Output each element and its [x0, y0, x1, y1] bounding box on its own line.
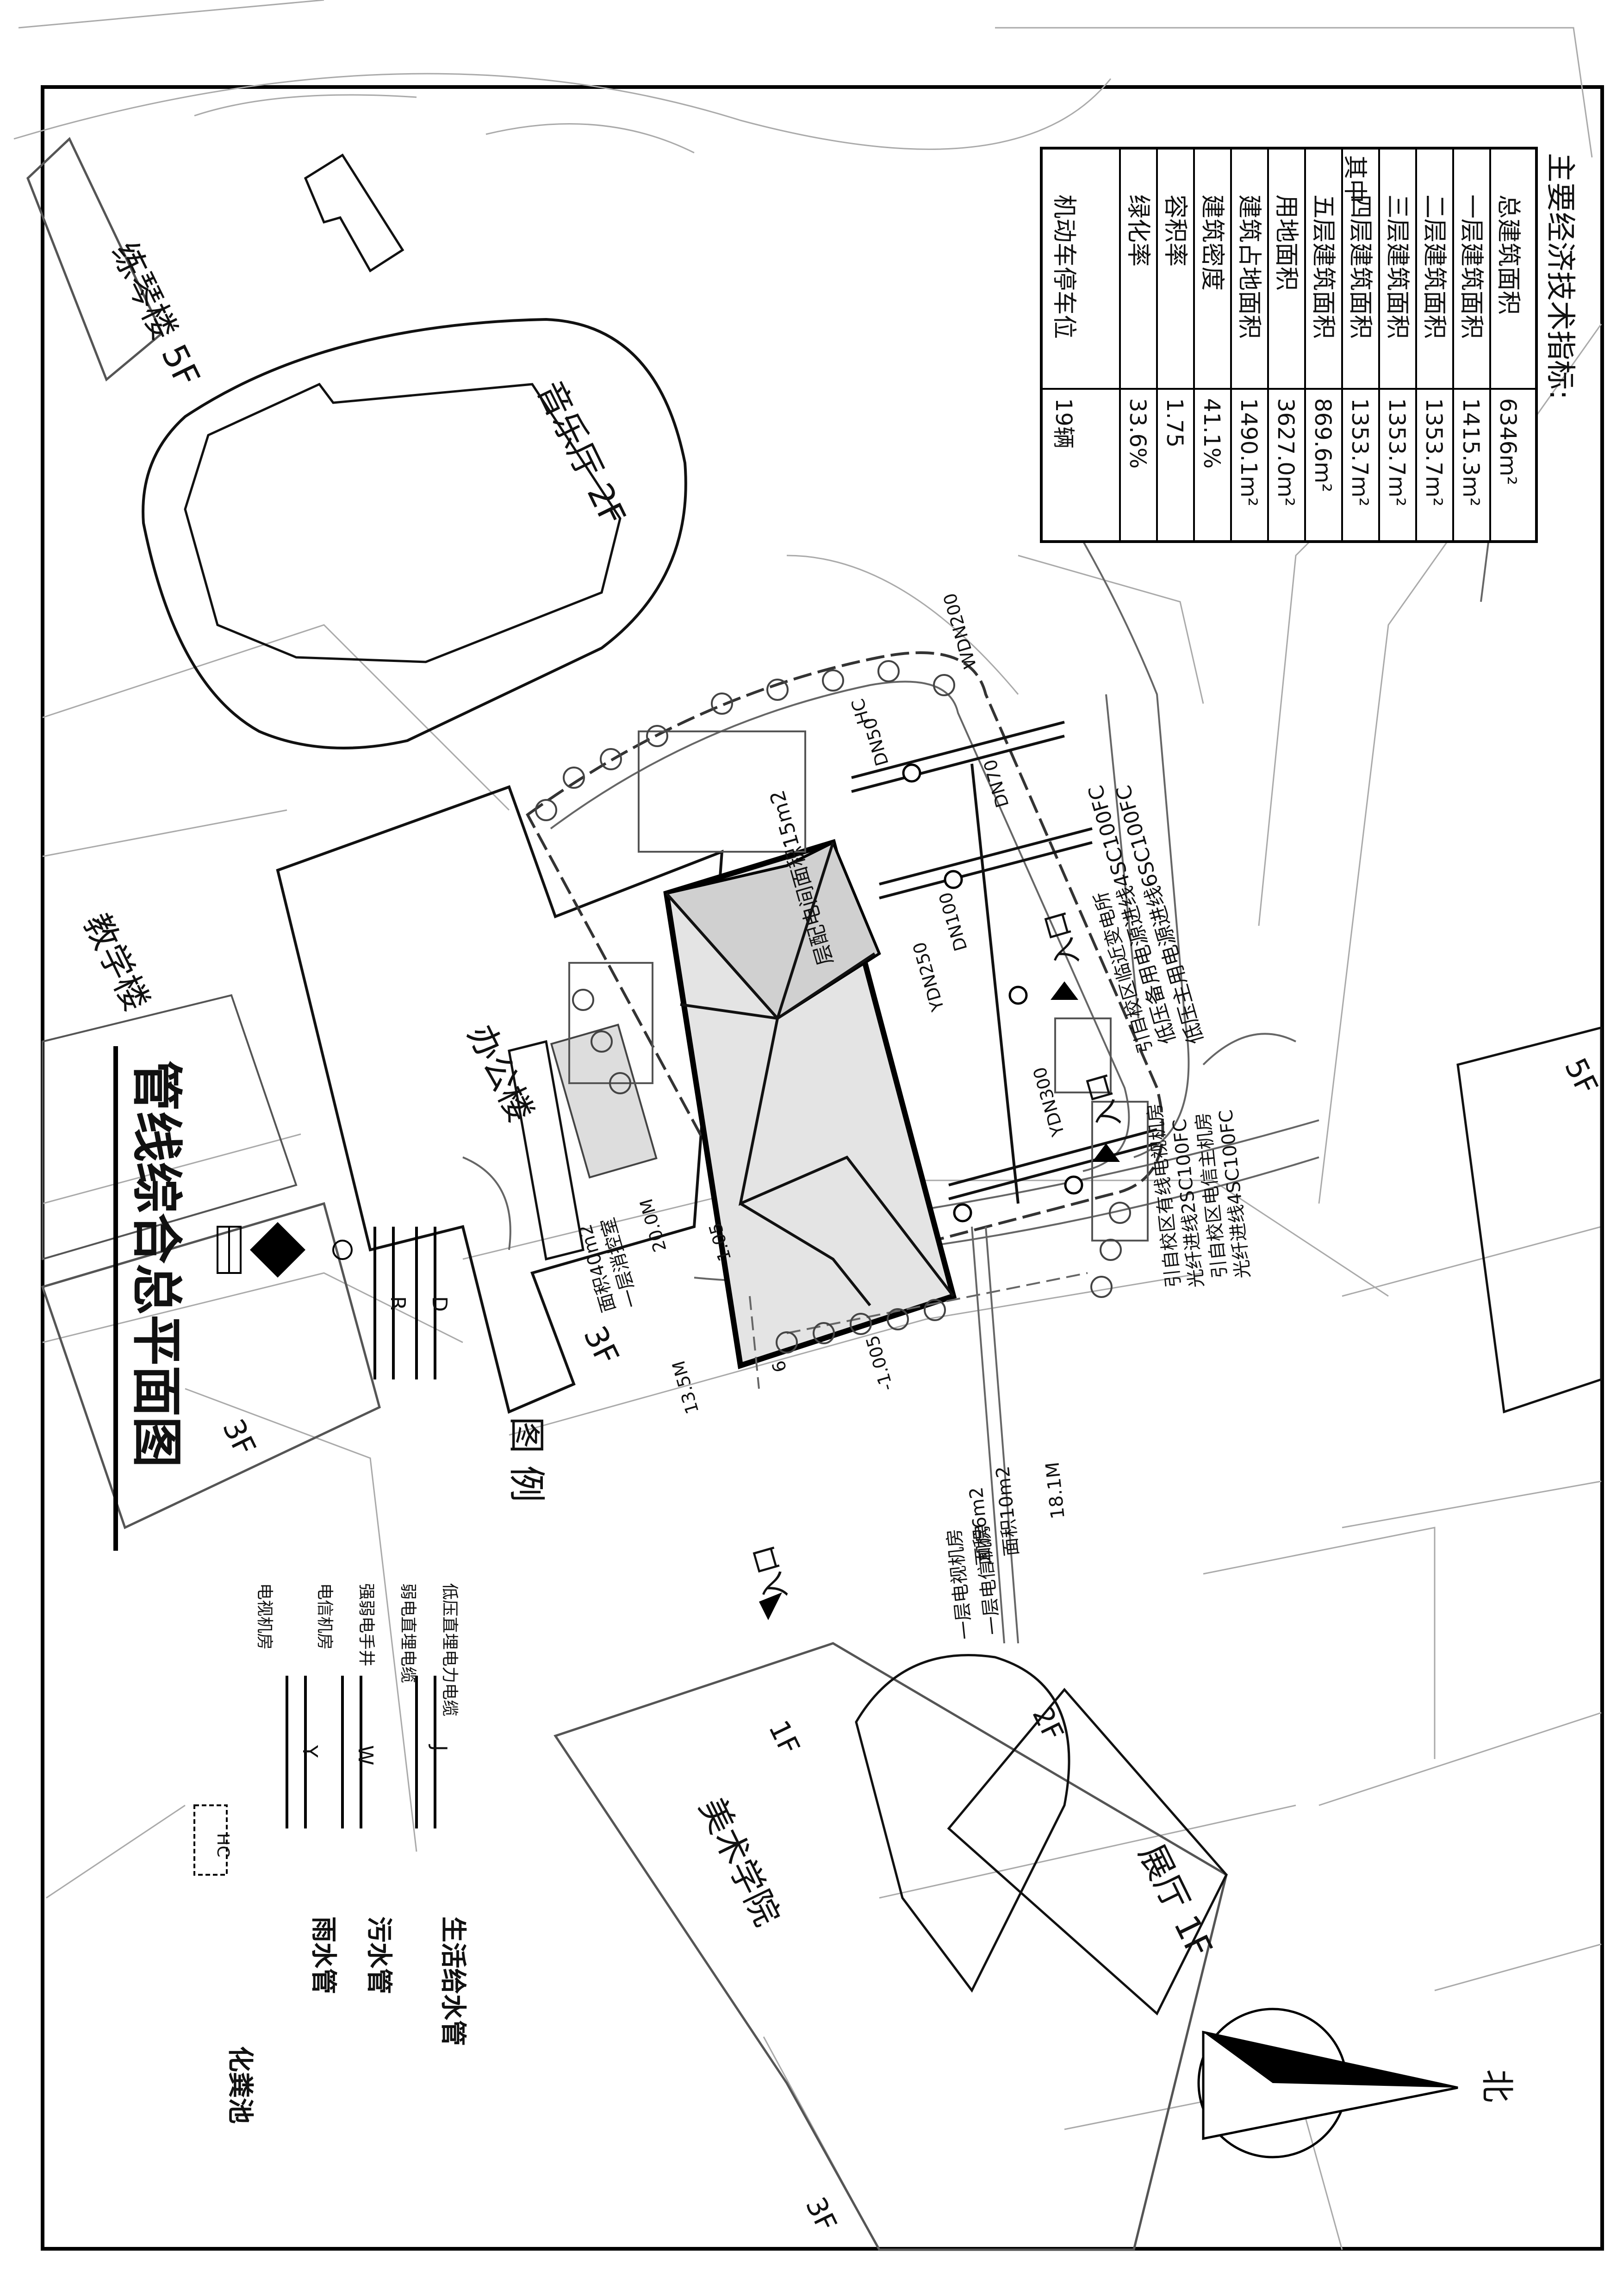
legend-code-2: Y: [298, 1745, 322, 1758]
row-8-value: 41.1%: [1199, 398, 1225, 468]
row-4-value: 1353.7m²: [1347, 398, 1373, 506]
legend-code-4: D: [428, 1296, 451, 1312]
legend-label-8: 电视机房: [255, 1583, 274, 1650]
legend-code-1: W: [354, 1745, 377, 1766]
row-6-value: 3627.0m²: [1273, 398, 1299, 506]
row-9-value: 1.75: [1162, 398, 1188, 448]
row-11-label: 机动车停车位: [1050, 194, 1078, 339]
row-3-value: 1353.7m²: [1384, 398, 1410, 506]
row-7-label: 建筑占地面积: [1235, 194, 1263, 339]
north-label: 北: [1478, 2069, 1517, 2103]
legend-label-5: 弱电直埋电缆: [398, 1583, 417, 1683]
legend-label-3: 化粪池: [225, 2046, 255, 2124]
legend-label-4: 低压直埋电力电缆: [440, 1583, 459, 1716]
row-1-value: 1415.3m²: [1458, 398, 1484, 506]
row-8-label: 建筑密度: [1198, 194, 1226, 291]
row-4-label: 四层建筑面积: [1346, 194, 1374, 339]
row-10-label: 绿化率: [1124, 194, 1152, 267]
row-5-value: 869.6m²: [1310, 398, 1336, 492]
legend-label-7: 电信机房: [315, 1583, 334, 1650]
row-9-label: 容积率: [1161, 194, 1189, 267]
row-5-label: 五层建筑面积: [1309, 194, 1337, 339]
row-11-value: 19辆: [1051, 398, 1076, 449]
indicators-table: 主要经济技术指标: 其中 总建筑面积 6346m² 一层建筑面积 1415.3m…: [1040, 147, 1577, 543]
row-3-label: 三层建筑面积: [1383, 194, 1411, 339]
legend-code-5: R: [386, 1296, 410, 1310]
legend-code-3: HC: [213, 1833, 232, 1857]
row-2-value: 1353.7m²: [1421, 398, 1447, 506]
indicators-title: 主要经济技术指标:: [1543, 153, 1577, 400]
row-6-label: 用地面积: [1272, 194, 1300, 291]
drawing-title-block: 管线综合总平面图: [113, 1046, 186, 1551]
indicators-group-label: 其中: [1341, 155, 1368, 203]
legend-label-2: 雨水管: [308, 1916, 338, 1994]
north-arrow: 北: [1197, 2008, 1517, 2159]
row-0-value: 6346m²: [1495, 398, 1521, 485]
row-2-label: 二层建筑面积: [1420, 194, 1448, 339]
row-10-value: 33.6%: [1125, 398, 1150, 468]
legend-label-0: 生活给水管: [438, 1916, 468, 2046]
row-7-value: 1490.1m²: [1236, 398, 1262, 506]
row-1-label: 一层建筑面积: [1457, 194, 1485, 339]
legend-label-1: 污水管: [364, 1916, 394, 1994]
legend-code-0: J: [428, 1744, 451, 1751]
office-courtyard-grid: [550, 1023, 658, 1179]
drawing-title: 管线综合总平面图: [127, 1060, 186, 1467]
legend-label-6: 强弱电手井: [357, 1583, 376, 1666]
legend-title: 图 例: [505, 1416, 548, 1502]
row-0-label: 总建筑面积: [1494, 194, 1522, 315]
legend: 图 例 J 生活给水管 W 污水管 Y 雨水管 HC 化粪池 D 低压直埋电力电…: [193, 1222, 548, 2124]
